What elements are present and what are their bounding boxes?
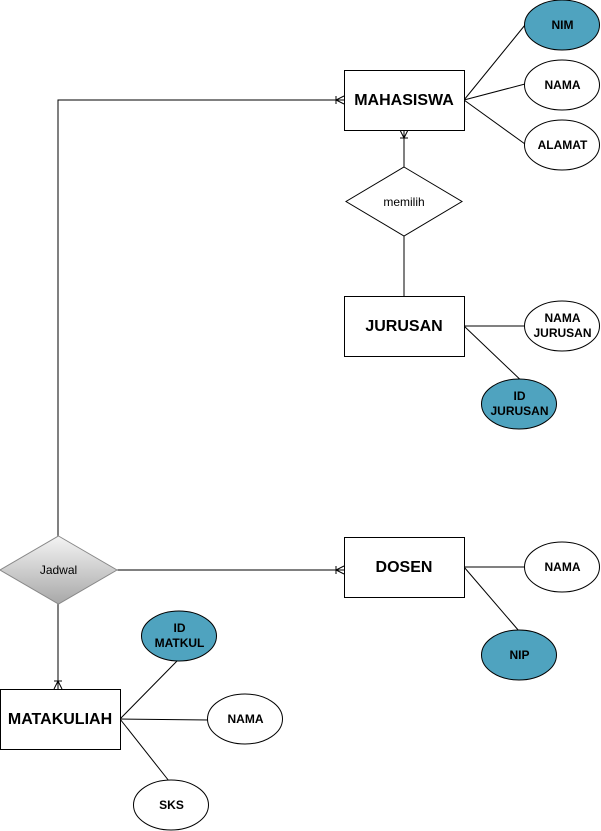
line-matkul-nama: [119, 718, 210, 721]
entity-jurusan-label: JURUSAN: [365, 317, 443, 335]
attr-jurusan-id-label: ID JURUSAN: [490, 389, 549, 418]
attr-matkul-id-shape[interactable]: [141, 610, 217, 662]
attr-matkul-nama-label: NAMA: [227, 711, 264, 726]
attr-matkul-id-label: ID MATKUL: [154, 621, 205, 650]
relationship-jadwal-label: Jadwal: [39, 562, 78, 577]
entity-dosen-box[interactable]: [344, 537, 465, 598]
attr-dosen-nama-shape[interactable]: [524, 541, 600, 593]
line-mahasiswa-alamat: [463, 99, 526, 145]
entity-dosen-label: DOSEN: [375, 558, 433, 576]
entity-jurusan-box[interactable]: [344, 296, 465, 357]
crowfoot-mahasiswa-left: [334, 95, 345, 105]
attr-dosen-nip-label: NIP: [509, 647, 530, 662]
attr-mahasiswa-nama-label: NAMA: [544, 77, 581, 92]
line-matkul-sks: [119, 718, 170, 782]
entity-matakuliah-label: MATAKULIAH: [7, 710, 113, 728]
attr-mahasiswa-alamat-shape[interactable]: [524, 119, 600, 171]
entity-mahasiswa-label: MAHASISWA: [354, 91, 454, 109]
attr-mahasiswa-alamat-label: ALAMAT: [537, 137, 588, 152]
relationship-memilih-shape[interactable]: [345, 166, 463, 237]
entity-mahasiswa-box[interactable]: [344, 70, 465, 131]
relationship-memilih-label: memilih: [383, 194, 425, 209]
attr-mahasiswa-nama-shape[interactable]: [524, 59, 600, 111]
attr-mahasiswa-nim-label: NIM: [551, 17, 574, 32]
attr-matkul-sks-shape[interactable]: [133, 779, 209, 831]
attr-dosen-nip-shape[interactable]: [481, 629, 557, 681]
attr-matkul-nama-shape[interactable]: [207, 693, 283, 745]
line-jadwal-mahasiswa: [57, 99, 344, 536]
attr-dosen-nama-label: NAMA: [544, 559, 581, 574]
attr-mahasiswa-nim-shape[interactable]: [524, 0, 600, 51]
line-jurusan-id: [463, 325, 529, 388]
attr-matkul-sks-label: SKS: [159, 797, 184, 812]
attr-jurusan-nama-label: NAMA JURUSAN: [533, 311, 592, 340]
crowfoot-matakuliah: [53, 679, 63, 690]
line-matkul-id: [119, 659, 179, 720]
crowfoot-dosen: [334, 565, 345, 575]
entity-matakuliah-box[interactable]: [0, 689, 121, 750]
crowfoot-mahasiswa-bottom: [399, 129, 409, 140]
line-mahasiswa-nama: [463, 83, 526, 101]
attr-jurusan-id-shape[interactable]: [481, 378, 557, 430]
line-dosen-nip: [463, 566, 520, 632]
line-mahasiswa-nim: [463, 24, 526, 101]
attr-jurusan-nama-shape[interactable]: [524, 300, 600, 352]
relationship-jadwal-shape[interactable]: [0, 535, 118, 605]
